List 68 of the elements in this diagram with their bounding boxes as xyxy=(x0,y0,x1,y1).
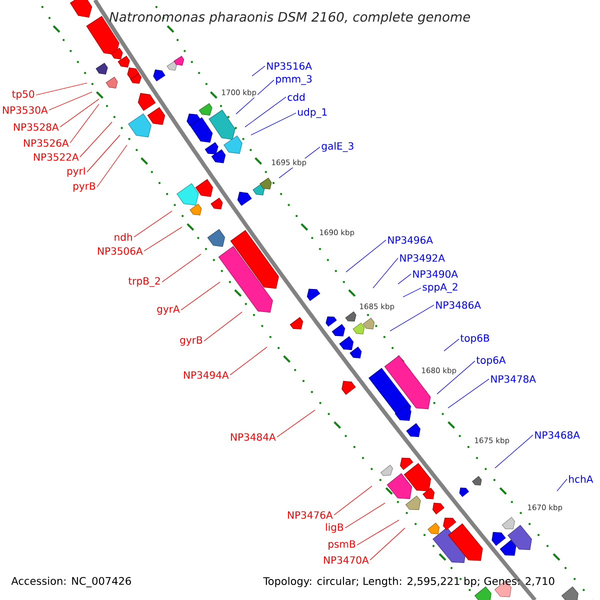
leader-line xyxy=(402,288,422,298)
leader-line xyxy=(60,98,100,128)
gene-label: cdd xyxy=(288,93,304,101)
leader-line xyxy=(204,312,242,342)
leader-line xyxy=(70,104,100,144)
gene-label: pmm_3 xyxy=(276,75,312,85)
leader-line xyxy=(444,338,460,352)
leader-line xyxy=(244,96,286,128)
gene-label: NP3528A xyxy=(14,123,59,131)
gene-label: hchA xyxy=(569,475,594,483)
leader-line xyxy=(356,520,400,546)
gene-label: NP3484A xyxy=(231,433,276,441)
leader-line xyxy=(134,210,172,238)
gene-label: NP3530A xyxy=(3,106,48,114)
gene-label: NP3468A xyxy=(535,431,580,439)
gene-label: NP3526A xyxy=(24,139,69,147)
leader-line xyxy=(372,258,398,288)
gene-label: NP3476A xyxy=(288,511,333,519)
leader-line xyxy=(436,360,476,394)
leader-line xyxy=(448,378,490,408)
title: Natronomonas pharaonis DSM 2160, complete genome xyxy=(110,12,470,24)
leader-line xyxy=(334,486,372,516)
gene-label: NP3496A xyxy=(388,236,433,244)
gene-label: NP3490A xyxy=(413,270,458,278)
leader-line xyxy=(276,410,316,438)
leader-line xyxy=(86,134,120,172)
leader-line xyxy=(398,274,412,284)
leader-line xyxy=(346,240,386,272)
gene-label: NP3470A xyxy=(324,556,369,564)
leader-line xyxy=(36,82,88,96)
gene-label: NP3492A xyxy=(400,254,445,262)
gene-label: NP3522A xyxy=(34,153,79,161)
gene-label: gyrA xyxy=(157,305,180,315)
leader-line xyxy=(370,528,406,560)
gene-label: NP3478A xyxy=(491,375,536,383)
gene-label: gyrB xyxy=(180,336,202,346)
leader-line xyxy=(236,80,274,114)
leader-line xyxy=(230,346,268,376)
leader-line xyxy=(556,478,568,492)
leader-line xyxy=(80,122,112,158)
gene-label: NP3506A xyxy=(98,247,143,255)
gene-label: pyrB xyxy=(73,182,96,192)
leader-line xyxy=(390,304,434,332)
gene-label: top6A xyxy=(476,356,506,366)
leader-line xyxy=(162,254,202,282)
gene-label: ndh xyxy=(114,233,132,241)
gene-label: udp_1 xyxy=(298,108,327,118)
gene-label: NP3516A xyxy=(267,62,312,70)
leader-line xyxy=(96,144,128,188)
leader-line xyxy=(494,434,534,468)
gene-label: psmB xyxy=(328,540,356,550)
gene-label: ligB xyxy=(326,523,344,533)
gene-label: NP3494A xyxy=(184,371,229,379)
footer-text: Topology: circular; Length: 2,595,221 bp; Genes: 2,710 xyxy=(263,576,554,588)
gene-label: top6B xyxy=(460,334,490,344)
gene-label: pyrI xyxy=(67,167,85,177)
gene-label: galE_3 xyxy=(322,142,354,152)
leader-line xyxy=(344,502,386,528)
gene-label: sppA_2 xyxy=(422,283,458,293)
gene-label: trpB_2 xyxy=(128,277,160,287)
leader-line xyxy=(144,226,182,252)
leader-line xyxy=(252,66,266,76)
footer-text: Accession: NC_007426 xyxy=(11,576,131,588)
gene-label: NP3486A xyxy=(436,301,481,309)
leader-line xyxy=(180,282,220,310)
leader-line xyxy=(250,112,296,136)
gene-label: tp50 xyxy=(12,90,34,100)
leader-line xyxy=(48,92,92,110)
